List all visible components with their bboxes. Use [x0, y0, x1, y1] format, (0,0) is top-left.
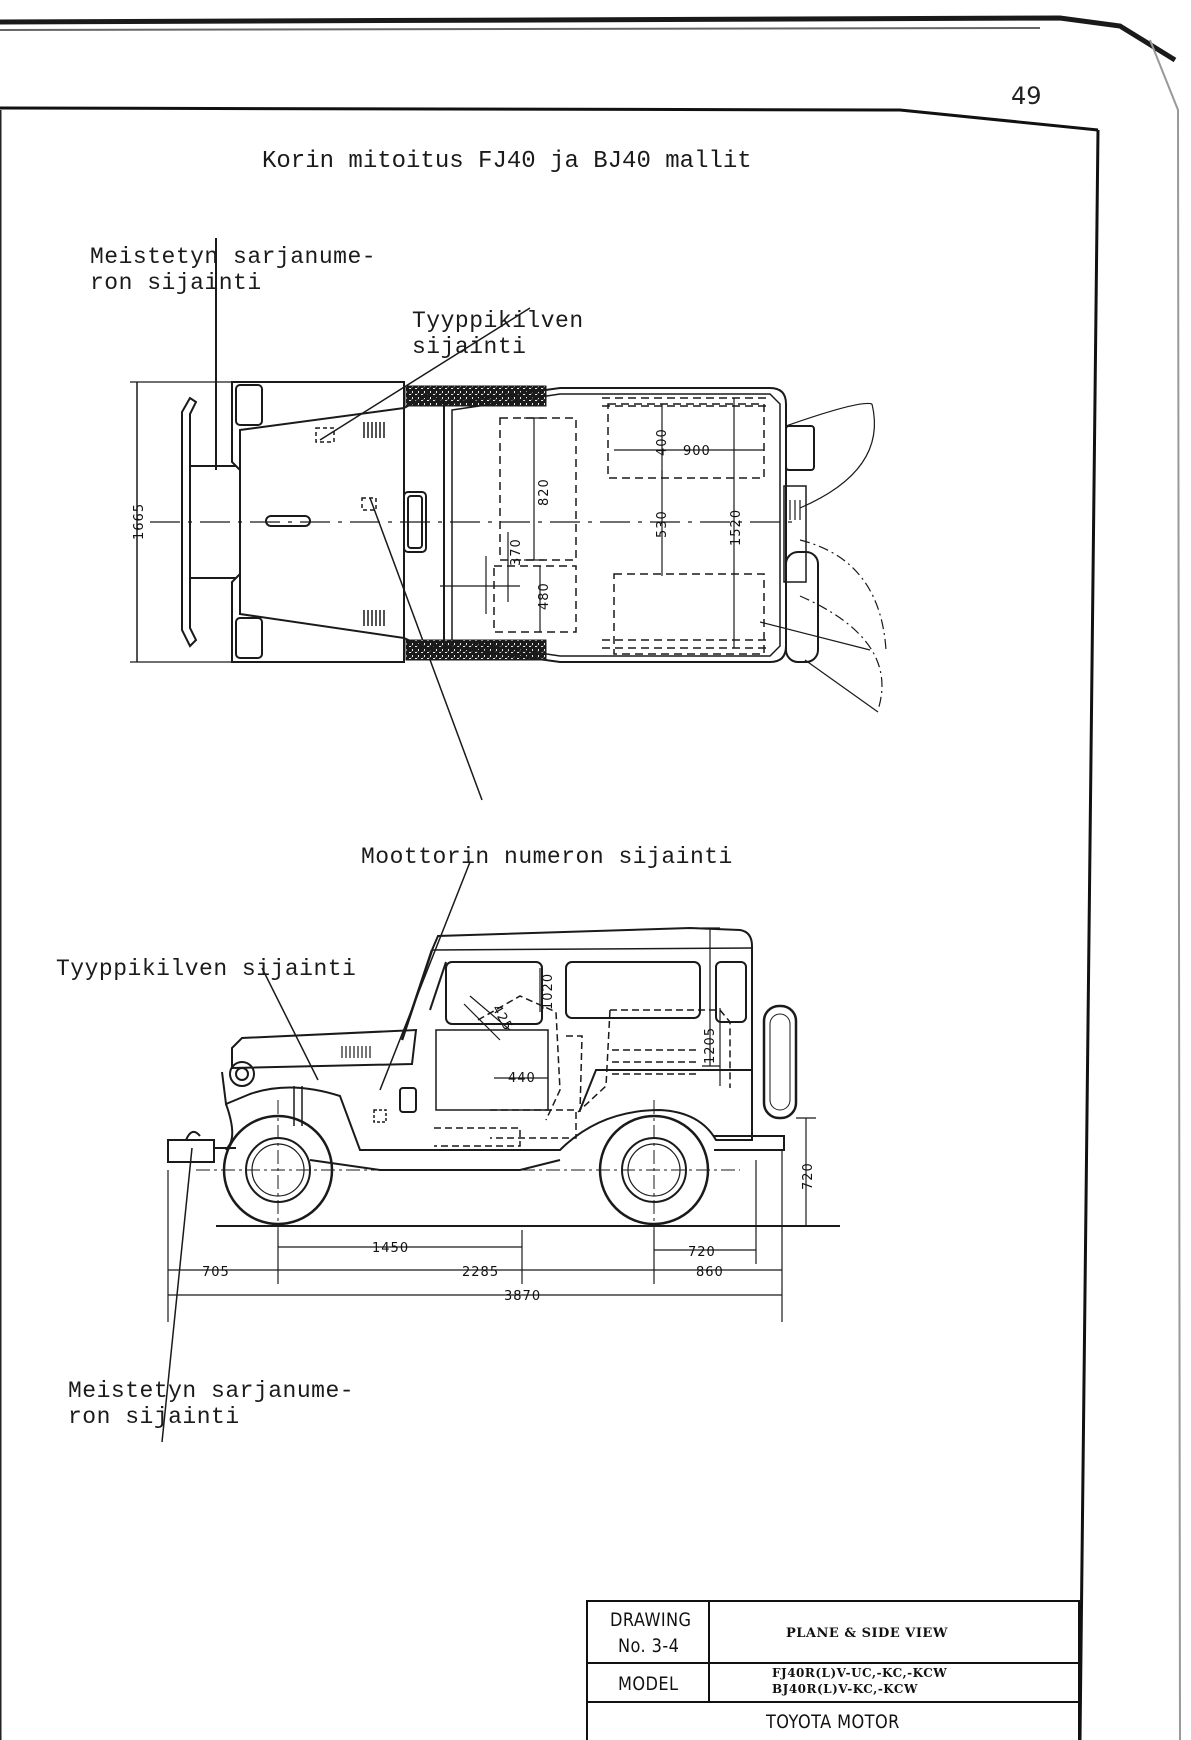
page-number: 49: [1011, 82, 1042, 110]
side-plate-label: Tyyppikilven sijainti: [56, 956, 357, 982]
side-headlight: [229, 1061, 255, 1087]
model-label: MODEL: [618, 1673, 679, 1695]
plan-serial-label-line2: ron sijainti: [90, 270, 262, 296]
dim-seat-angle: 425: [489, 1003, 516, 1035]
dim-wheelbase: 2285: [462, 1265, 499, 1280]
dim-seat-a: 370: [509, 538, 524, 566]
rear-side-window: [715, 961, 747, 1023]
model-line1: FJ40R(L)V-UC,-KC,-KCW: [772, 1666, 948, 1680]
dim-door-height: 1205: [703, 1027, 718, 1064]
model-line2: BJ40R(L)V-KC,-KCW: [772, 1682, 918, 1696]
mirror: [399, 1087, 417, 1113]
dim-cargo-length: 900: [683, 444, 711, 459]
drawing-label: DRAWING: [610, 1609, 692, 1631]
dim-front-overhang: 705: [202, 1265, 230, 1280]
plan-plate-label-line1: Tyyppikilven: [412, 308, 584, 334]
door-window: [445, 961, 543, 1025]
side-window: [565, 961, 701, 1019]
dim-rear-partial: 720: [688, 1245, 716, 1260]
dim-seat-width: 440: [508, 1071, 536, 1086]
dim-wheelbase-partial: 1450: [372, 1241, 409, 1256]
side-spare-tire: [762, 1004, 798, 1120]
maker: TOYOTA MOTOR: [766, 1711, 900, 1733]
dim-rear-overhang: 860: [696, 1265, 724, 1280]
dim-cargo-width: 1520: [729, 509, 744, 546]
engine-leader-side: [379, 861, 471, 1091]
rear-cargo-dashed: [607, 403, 765, 479]
title-block: DRAWING No. 3-4 PLANE & SIDE VIEW MODEL …: [586, 1600, 1080, 1740]
front-seat-dashed: [499, 417, 577, 561]
side-front-bumper: [167, 1139, 215, 1163]
left-headlight: [235, 384, 263, 426]
dim-seat-b: 480: [537, 582, 552, 610]
hood-handle: [265, 515, 311, 527]
spare-tire: [785, 551, 819, 663]
side-serial-label-line1: Meistetyn sarjanume-: [68, 1378, 355, 1404]
front-bumper: [181, 396, 198, 648]
plan-plate-leader: [319, 307, 531, 441]
side-hood: [231, 1028, 418, 1070]
dimension-lines: [167, 1117, 816, 1322]
dim-overall-width: 1665: [132, 503, 147, 540]
dim-floor-length: 820: [537, 478, 552, 506]
hardtop: [431, 926, 753, 1070]
dim-cargo-depth: 400: [655, 428, 670, 456]
drawing-number: No. 3-4: [618, 1635, 680, 1657]
side-serial-label-line2: ron sijainti: [68, 1404, 240, 1430]
dim-overall-length: 3870: [504, 1289, 541, 1304]
rear-step: [785, 425, 815, 471]
plan-serial-label-line1: Meistetyn sarjanume-: [90, 244, 377, 270]
dim-inner-width: 530: [655, 510, 670, 538]
right-headlight: [235, 617, 263, 659]
dim-roof-height: 1020: [541, 973, 556, 1010]
dim-height-step: 720: [801, 1162, 816, 1190]
side-plate-leader: [261, 967, 319, 1081]
view-title: PLANE & SIDE VIEW: [786, 1626, 948, 1641]
page-title: Korin mitoitus FJ40 ja BJ40 mallit: [262, 148, 752, 175]
